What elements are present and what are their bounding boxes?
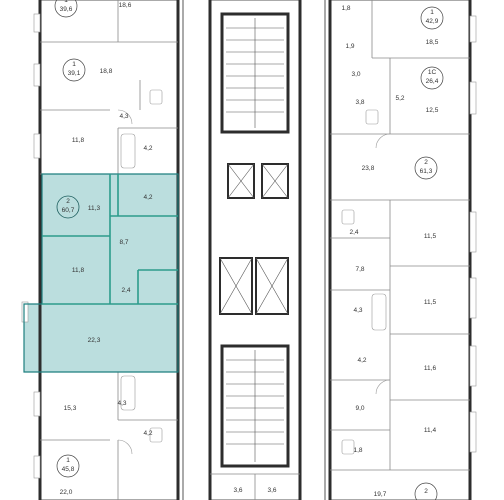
lobby-area: 3,6: [233, 487, 242, 494]
room-area: 1,8: [353, 447, 362, 454]
room-area: 11,5: [424, 233, 437, 240]
room-area: 11,4: [424, 427, 437, 434]
stair-treads-upper: [226, 18, 284, 128]
room-area: 4,2: [143, 194, 152, 201]
room-area: 3,8: [355, 99, 364, 106]
lobby-area: 3,6: [267, 487, 276, 494]
room-area: 4,2: [143, 430, 152, 437]
apartment-area: 61,3: [420, 168, 433, 175]
right-section: [324, 0, 477, 500]
room-area: 18,6: [119, 2, 132, 9]
room-area: 18,5: [426, 39, 439, 46]
room-area: 4,2: [143, 145, 152, 152]
apartment-area: 45,8: [62, 466, 75, 473]
room-area: 9,0: [355, 405, 364, 412]
room-area: 7,8: [355, 266, 364, 273]
room-area: 22,3: [88, 337, 101, 344]
room-area: 4,3: [117, 400, 126, 407]
apartment-number: 1С: [428, 69, 437, 76]
room-area: 11,6: [424, 365, 437, 372]
apartment-number: 2: [424, 488, 428, 495]
apartment-area: 60,7: [62, 207, 75, 214]
apartment-number: 1: [66, 457, 70, 464]
room-area: 5,2: [395, 95, 404, 102]
room-area: 4,2: [357, 357, 366, 364]
room-area: 11,3: [88, 205, 101, 212]
highlighted-apartment-outline: [23, 173, 179, 373]
stair-treads-lower: [226, 350, 284, 462]
room-area: 1,8: [341, 5, 350, 12]
apartment-number: 2: [66, 198, 70, 205]
room-area: 11,8: [72, 267, 85, 274]
room-area: 4,3: [119, 113, 128, 120]
highlighted-apartment-fill: [24, 174, 178, 372]
room-area: 12,5: [426, 107, 439, 114]
apartment-area: 39,1: [68, 70, 81, 77]
apartment-area: 42,9: [426, 18, 439, 25]
apartment-number: 1: [64, 0, 68, 4]
room-area: 4,3: [353, 307, 362, 314]
room-area: 18,8: [100, 68, 113, 75]
room-area: 1,9: [345, 43, 354, 50]
elevators-lower: [219, 257, 289, 315]
room-area: 11,8: [72, 137, 85, 144]
room-area: 15,3: [64, 405, 77, 412]
apartment-badges: [54, 0, 444, 500]
core-section: [208, 0, 302, 500]
room-area: 23,8: [362, 165, 375, 172]
core-labels: 3,6 3,6: [233, 487, 276, 494]
apartment-area: 26,4: [426, 78, 439, 85]
room-area: 2,4: [121, 287, 130, 294]
room-area: 3,0: [351, 71, 360, 78]
right-labels: 1,8 1 42,9 18,5 1,9 3,0 3,8 5,2 1С 26,4 …: [341, 5, 438, 498]
room-area: 22,0: [60, 489, 73, 496]
room-area: 19,7: [374, 491, 387, 498]
elevators-upper: [227, 163, 289, 199]
left-labels: 18,6 1 39,6 1 39,1 18,8 4,3 11,8 4,2 2 6…: [60, 0, 153, 496]
apartment-area: 39,6: [60, 6, 73, 13]
apartment-number: 1: [430, 9, 434, 16]
room-area: 11,5: [424, 299, 437, 306]
room-area: 8,7: [119, 239, 128, 246]
room-area: 2,4: [349, 229, 358, 236]
apartment-number: 2: [424, 159, 428, 166]
apartment-number: 1: [72, 61, 76, 68]
